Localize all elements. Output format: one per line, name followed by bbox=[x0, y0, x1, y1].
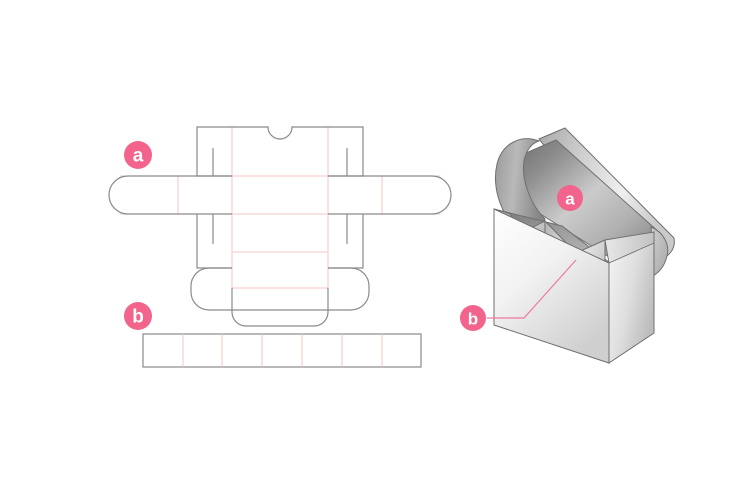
mockup-top-rim bbox=[604, 231, 655, 264]
marker-a-mockup-circle[interactable] bbox=[557, 185, 583, 211]
dieline-bottom-flap bbox=[196, 214, 232, 269]
dieline-end-tuck-flap bbox=[231, 288, 329, 327]
marker-b-mockup-circle[interactable] bbox=[460, 305, 486, 331]
marker-b-dieline[interactable]: b bbox=[124, 302, 152, 330]
marker-a-mockup[interactable]: a bbox=[557, 185, 583, 211]
marker-b-dieline-circle[interactable] bbox=[124, 302, 152, 330]
divider-strip-outline bbox=[142, 333, 422, 368]
marker-a-dieline[interactable]: a bbox=[124, 141, 152, 169]
dieline-right-dust-flap bbox=[328, 175, 452, 215]
dieline-top-flap bbox=[196, 126, 364, 176]
dieline-divider-strip bbox=[142, 333, 422, 368]
mockup-assembled-box bbox=[493, 127, 675, 364]
leader-line-b bbox=[487, 259, 577, 319]
dieline-bottom-flap-right bbox=[328, 214, 364, 269]
marker-a-dieline-circle[interactable] bbox=[124, 141, 152, 169]
dieline-fold-lines bbox=[120, 126, 440, 311]
dieline-lower-tuck-flap bbox=[190, 267, 370, 311]
marker-b-mockup[interactable]: b bbox=[460, 305, 486, 331]
dieline-main-panel bbox=[108, 126, 452, 327]
divider-strip-fold-lines bbox=[182, 334, 383, 367]
dieline-left-dust-flap bbox=[108, 175, 232, 215]
